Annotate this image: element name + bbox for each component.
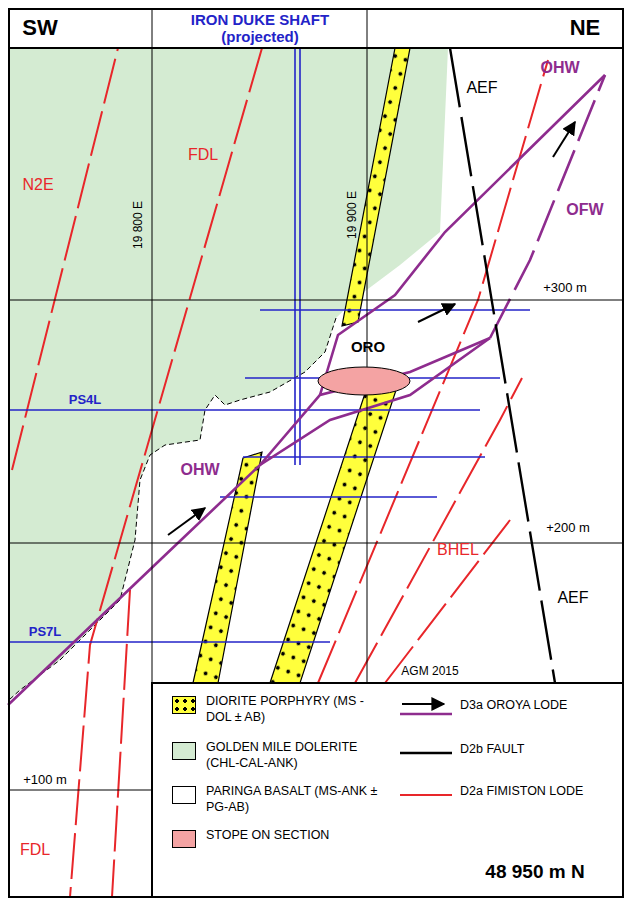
legend-swatch xyxy=(172,742,196,760)
section-label: 48 950 m N xyxy=(485,862,584,883)
section-label: NE xyxy=(570,16,601,40)
section-label: AEF xyxy=(466,79,497,97)
legend-swatch xyxy=(172,786,196,804)
section-label: +300 m xyxy=(543,281,587,295)
dolerite-unit xyxy=(9,48,448,700)
stope-name: ORO xyxy=(316,338,412,356)
legend-text: PARINGA BASALT (MS-ANK ± PG-AB) xyxy=(206,784,386,815)
movement-arrows xyxy=(168,122,575,535)
section-label: OHW xyxy=(180,461,219,479)
grid-lines xyxy=(9,9,623,790)
section-label: N2E xyxy=(22,176,53,194)
legend-swatch xyxy=(172,830,196,848)
section-label: FDL xyxy=(20,841,50,859)
shaft-and-levels xyxy=(9,48,530,642)
stope-shape: ORO xyxy=(316,338,412,398)
diorite-dikes xyxy=(193,48,410,683)
section-label: SW xyxy=(22,16,57,40)
legend-text: GOLDEN MILE DOLERITE (CHL-CAL-ANK) xyxy=(206,740,386,771)
legend-line-sample xyxy=(398,696,454,720)
legend-text: DIORITE PORPHYRY (MS - DOL ± AB) xyxy=(206,694,386,725)
legend-box xyxy=(152,683,623,897)
legend-line-sample xyxy=(398,740,454,764)
section-label: 19 800 E xyxy=(132,201,145,249)
contact-dashed xyxy=(9,318,336,700)
legend-swatch xyxy=(172,696,196,714)
legend-text: D2a FIMISTON LODE xyxy=(460,784,610,800)
section-label: 19 900 E xyxy=(346,191,359,239)
section-label: IRON DUKE SHAFT (projected) xyxy=(160,12,360,45)
frame xyxy=(9,9,623,897)
section-label: AGM 2015 xyxy=(401,665,458,678)
aef-fault xyxy=(450,48,555,683)
section-label: OFW xyxy=(566,201,603,219)
legend-text: D3a OROYA LODE xyxy=(460,698,610,714)
section-label: PS7L xyxy=(29,625,62,639)
legend-text: D2b FAULT xyxy=(460,742,610,758)
section-label: BHEL xyxy=(437,541,479,559)
section-label: +100 m xyxy=(23,773,67,787)
legend-line-sample xyxy=(398,782,454,806)
oroya-lodes xyxy=(8,75,605,705)
section-label: OHW xyxy=(540,59,579,77)
header-rule xyxy=(9,47,623,49)
section-label: AEF xyxy=(557,589,588,607)
section-label: FDL xyxy=(188,146,218,164)
section-label: PS4L xyxy=(69,393,102,407)
section-label: +200 m xyxy=(546,521,590,535)
legend-text: STOPE ON SECTION xyxy=(206,828,386,844)
